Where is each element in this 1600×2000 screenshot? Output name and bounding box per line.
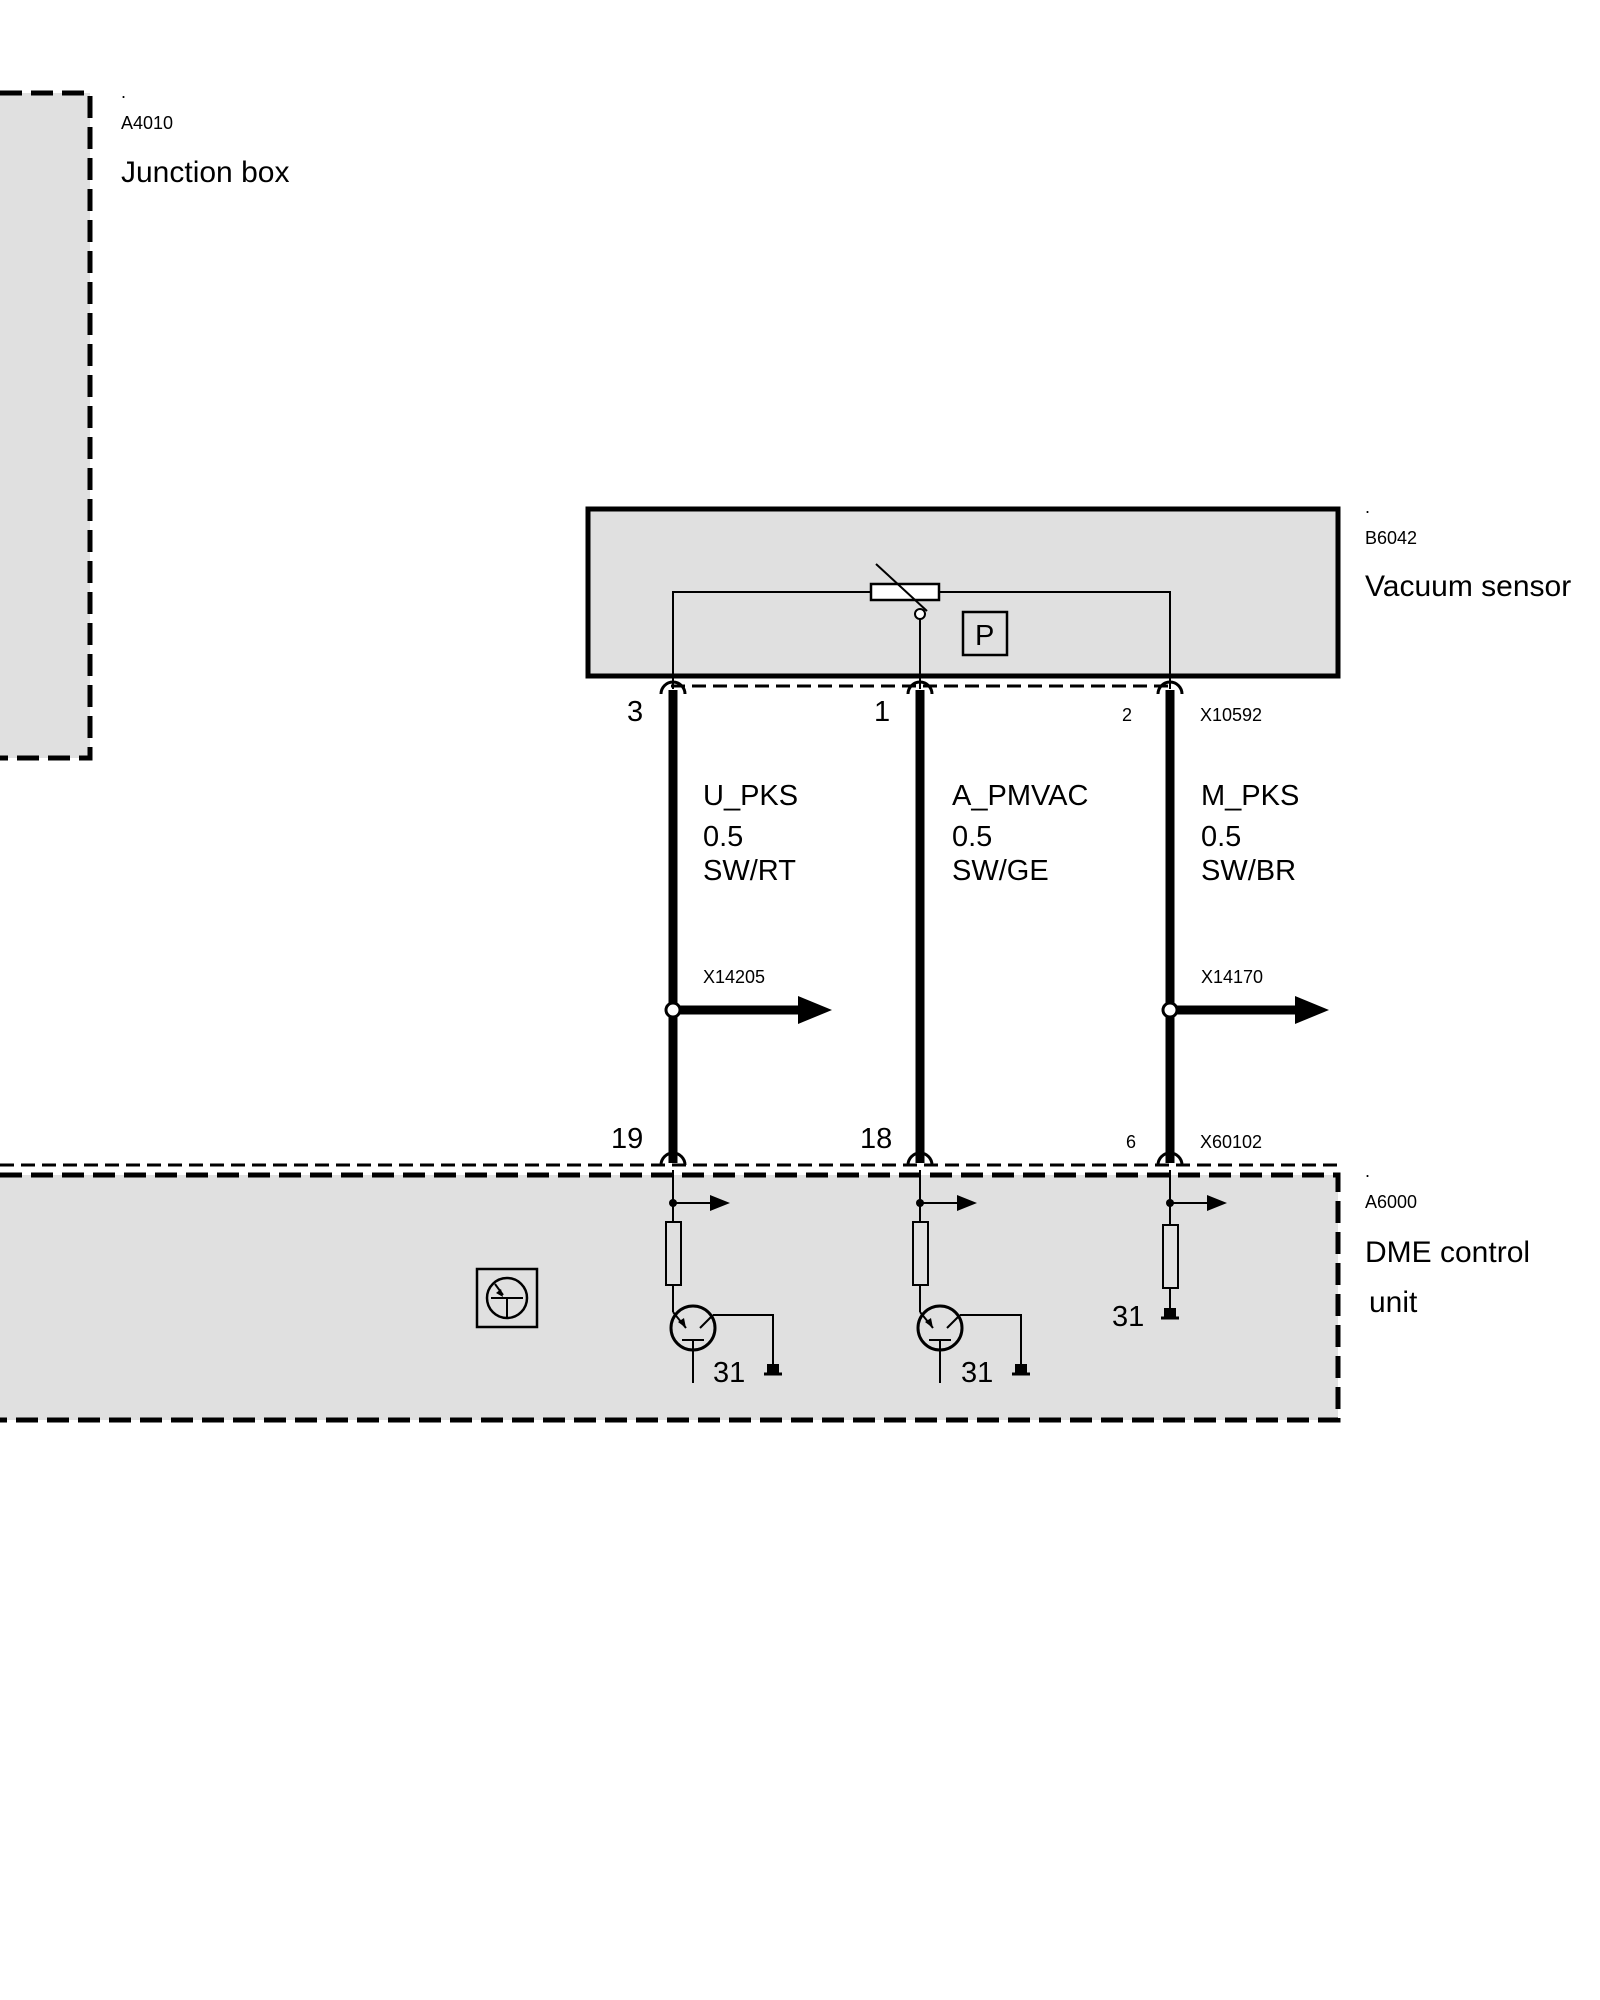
dme-connector-code: X60102	[1200, 1132, 1262, 1152]
wire-2-color: SW/GE	[952, 855, 1049, 887]
branch-x14205	[664, 996, 832, 1024]
dme-pin-18: 18	[860, 1123, 892, 1155]
sensor-pin-2: 2	[1122, 705, 1132, 725]
ground-label-1: 31	[713, 1357, 745, 1389]
wire-3-gauge: 0.5	[1201, 821, 1241, 853]
sensor-pin-1: 1	[874, 696, 890, 728]
dme-circuit-3	[1161, 1170, 1227, 1320]
junction-box-dot: .	[121, 82, 126, 102]
junction-box-code: A4010	[121, 113, 173, 133]
dme-dot: .	[1365, 1161, 1370, 1181]
wire-3-signal: M_PKS	[1201, 780, 1299, 812]
wire-1-gauge: 0.5	[703, 821, 743, 853]
dme-circuit-2	[912, 1170, 1030, 1383]
vacuum-sensor-dot: .	[1365, 497, 1370, 517]
vacuum-sensor	[585, 506, 1341, 689]
wire-1-color: SW/RT	[703, 855, 796, 887]
pressure-symbol: P	[961, 610, 1009, 657]
dme-pin-19: 19	[611, 1123, 643, 1155]
branch-x14205-label: X14205	[703, 967, 765, 987]
sensor-pin-3: 3	[627, 696, 643, 728]
branch-x14170-label: X14170	[1201, 967, 1263, 987]
sensor-connector-code: X10592	[1200, 705, 1262, 725]
dme-circuit-1	[665, 1170, 782, 1383]
wire-m-pks	[1156, 680, 1184, 1166]
dme-name-line2: unit	[1369, 1286, 1418, 1319]
ground-label-2: 31	[961, 1357, 993, 1389]
wire-u-pks	[659, 680, 687, 1166]
branch-x14170	[1161, 996, 1329, 1024]
dme-name-line1: DME control	[1365, 1236, 1530, 1269]
dme-transistor-icon	[475, 1267, 539, 1329]
wire-1-signal: U_PKS	[703, 780, 798, 812]
dme-control-unit	[0, 1163, 1341, 1423]
ground-label-3: 31	[1112, 1301, 1144, 1333]
pressure-symbol-label: P	[975, 620, 994, 652]
wire-2-signal: A_PMVAC	[952, 780, 1088, 812]
junction-box	[0, 90, 93, 761]
dme-pin-6: 6	[1126, 1132, 1136, 1152]
junction-box-name: Junction box	[121, 156, 289, 189]
dme-code: A6000	[1365, 1192, 1417, 1212]
wire-2-gauge: 0.5	[952, 821, 992, 853]
wire-3-color: SW/BR	[1201, 855, 1296, 887]
vacuum-sensor-name: Vacuum sensor	[1365, 570, 1571, 603]
vacuum-sensor-code: B6042	[1365, 528, 1417, 548]
wire-a-pmvac	[906, 680, 934, 1166]
